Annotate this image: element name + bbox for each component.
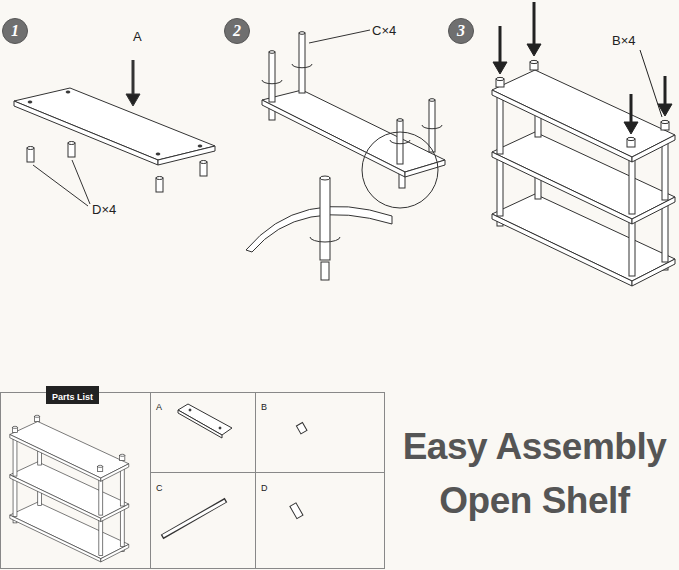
step2-figure <box>246 30 445 280</box>
part-callout: A <box>133 27 142 45</box>
part-callout: C×4 <box>372 21 396 39</box>
title-block: Easy Assembly Open Shelf <box>390 420 679 528</box>
table-cell: C <box>156 477 163 495</box>
title: Easy Assembly Open Shelf <box>390 420 679 528</box>
part-drawings <box>162 404 307 537</box>
part-callout: B×4 <box>612 31 636 49</box>
step-circle-shape <box>449 19 474 44</box>
table-cell: B <box>261 396 267 414</box>
label-text: D×4 <box>92 202 116 217</box>
step3-arrows <box>493 2 672 134</box>
parts-list-header: Parts List <box>46 386 99 404</box>
step-circle-shape <box>225 19 250 44</box>
step-number: 2 <box>224 18 250 44</box>
step1-figure <box>14 60 215 206</box>
label-text: A <box>156 402 162 412</box>
label-text: D <box>261 483 268 493</box>
table-cell: D <box>261 477 268 495</box>
step-label: 2 <box>224 18 250 44</box>
label-text: C <box>156 483 163 493</box>
step-number: 3 <box>448 18 474 44</box>
header-text: Parts List <box>52 392 93 402</box>
part-callout: D×4 <box>92 200 116 218</box>
label-text: A <box>133 29 142 44</box>
label-text: B×4 <box>612 33 636 48</box>
step-number: 1 <box>2 18 28 44</box>
step-label: 1 <box>2 18 28 44</box>
table-cell: A <box>156 396 162 414</box>
label-text: B <box>261 402 267 412</box>
step-label: 3 <box>448 18 474 44</box>
step-circle-shape <box>3 19 28 44</box>
label-text: C×4 <box>372 23 396 38</box>
parts-table <box>1 392 386 569</box>
